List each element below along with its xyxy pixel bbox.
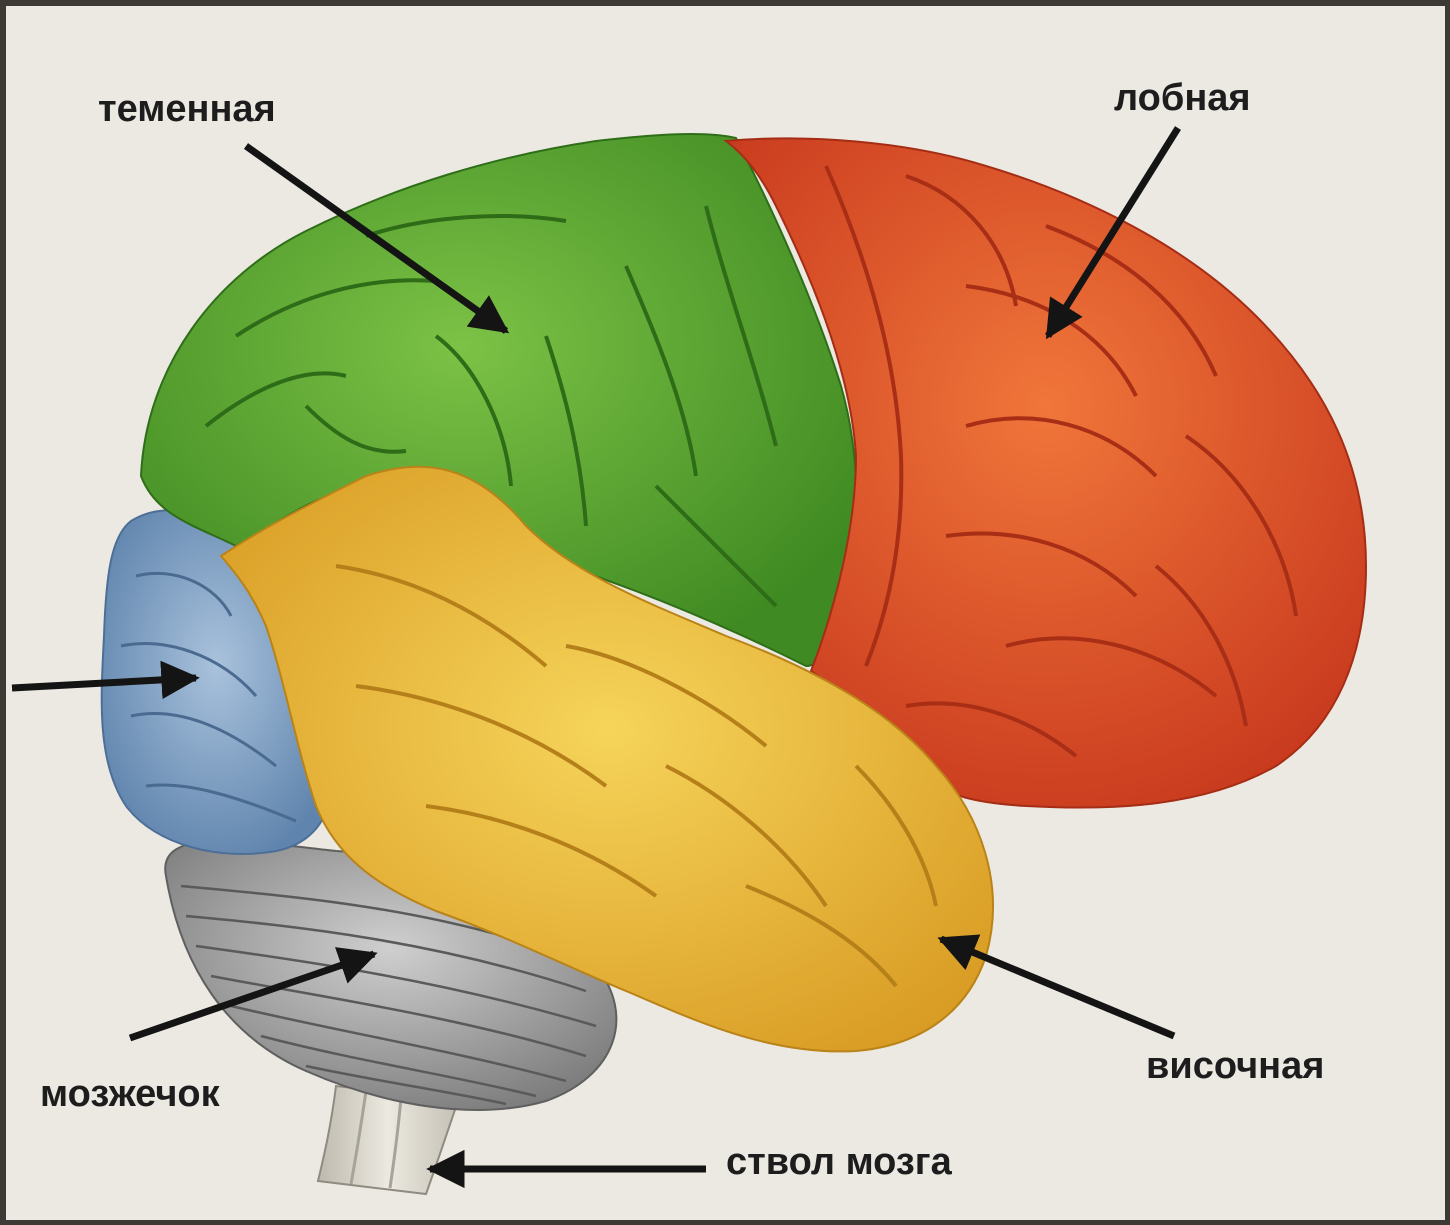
- label-temporal: височная: [1146, 1045, 1324, 1087]
- label-parietal: теменная: [98, 88, 276, 130]
- label-frontal: лобная: [1114, 77, 1251, 119]
- arrow-temporal: [941, 939, 1174, 1036]
- brain-lobes-diagram: теменная лобная височная мозжечок ствол …: [6, 6, 1446, 1220]
- label-cerebellum: мозжечок: [40, 1073, 221, 1115]
- label-brainstem: ствол мозга: [726, 1141, 953, 1183]
